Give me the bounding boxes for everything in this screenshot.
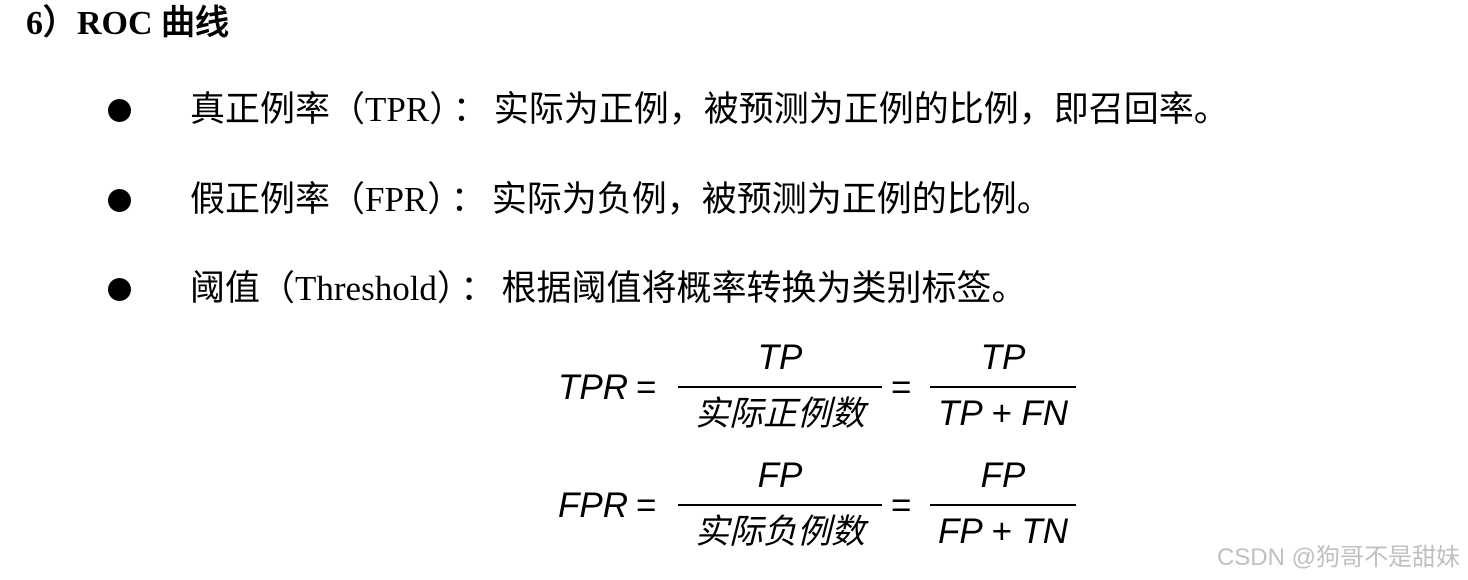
formula-lhs: FPR	[558, 486, 628, 525]
bullet-separator: ：	[452, 90, 488, 129]
bullet-separator: ：	[460, 269, 496, 308]
fraction-numerator: TP	[757, 338, 803, 377]
bullet-text: 假正例率（FPR）：实际为负例，被预测为正例的比例。	[190, 178, 1052, 222]
fraction-denominator: FP + TN	[938, 512, 1068, 551]
fraction-count: FP 实际负例数	[678, 454, 882, 564]
fraction-bar	[930, 386, 1076, 388]
fraction-numerator: FP	[980, 456, 1026, 495]
watermark: CSDN @狗哥不是甜妹	[1216, 544, 1460, 571]
equals-sign: =	[636, 368, 657, 407]
fraction-numerator: TP	[980, 338, 1026, 377]
bullet-term: 假正例率（FPR）	[190, 180, 445, 219]
fraction-denominator: 实际负例数	[695, 512, 865, 552]
bullet-separator: ：	[450, 180, 486, 219]
fraction-formula: FP FP + TN	[930, 454, 1076, 564]
formula-fpr: FPR = FP 实际负例数 = FP FP + TN	[558, 454, 1098, 564]
bullet-term: 真正例率（TPR）	[190, 90, 447, 129]
bullet-dot-icon	[108, 189, 131, 212]
formula-tpr: TPR = TP 实际正例数 = TP TP + FN	[558, 336, 1098, 446]
bullet-text: 阈值（Threshold）：根据阈值将概率转换为类别标签。	[190, 267, 1026, 311]
section-heading: 6）ROC 曲线	[26, 5, 230, 42]
formula-lhs: TPR	[558, 368, 628, 407]
fraction-denominator: 实际正例数	[695, 394, 865, 434]
fraction-denominator: TP + FN	[938, 394, 1068, 433]
equals-sign: =	[891, 486, 912, 525]
bullet-term: 阈值（Threshold）	[190, 269, 455, 308]
fraction-formula: TP TP + FN	[930, 336, 1076, 446]
fraction-bar	[930, 504, 1076, 506]
equals-sign: =	[891, 368, 912, 407]
bullet-text: 真正例率（TPR）：实际为正例，被预测为正例的比例，即召回率。	[190, 88, 1229, 132]
bullet-description: 根据阈值将概率转换为类别标签。	[501, 269, 1027, 308]
bullet-dot-icon	[108, 278, 131, 301]
fraction-bar	[678, 386, 882, 388]
fraction-numerator: FP	[757, 456, 803, 495]
fraction-bar	[678, 504, 882, 506]
equals-sign: =	[636, 486, 657, 525]
fraction-count: TP 实际正例数	[678, 336, 882, 446]
bullet-dot-icon	[108, 99, 131, 122]
bullet-description: 实际为负例，被预测为正例的比例。	[491, 180, 1052, 219]
bullet-description: 实际为正例，被预测为正例的比例，即召回率。	[493, 90, 1229, 129]
